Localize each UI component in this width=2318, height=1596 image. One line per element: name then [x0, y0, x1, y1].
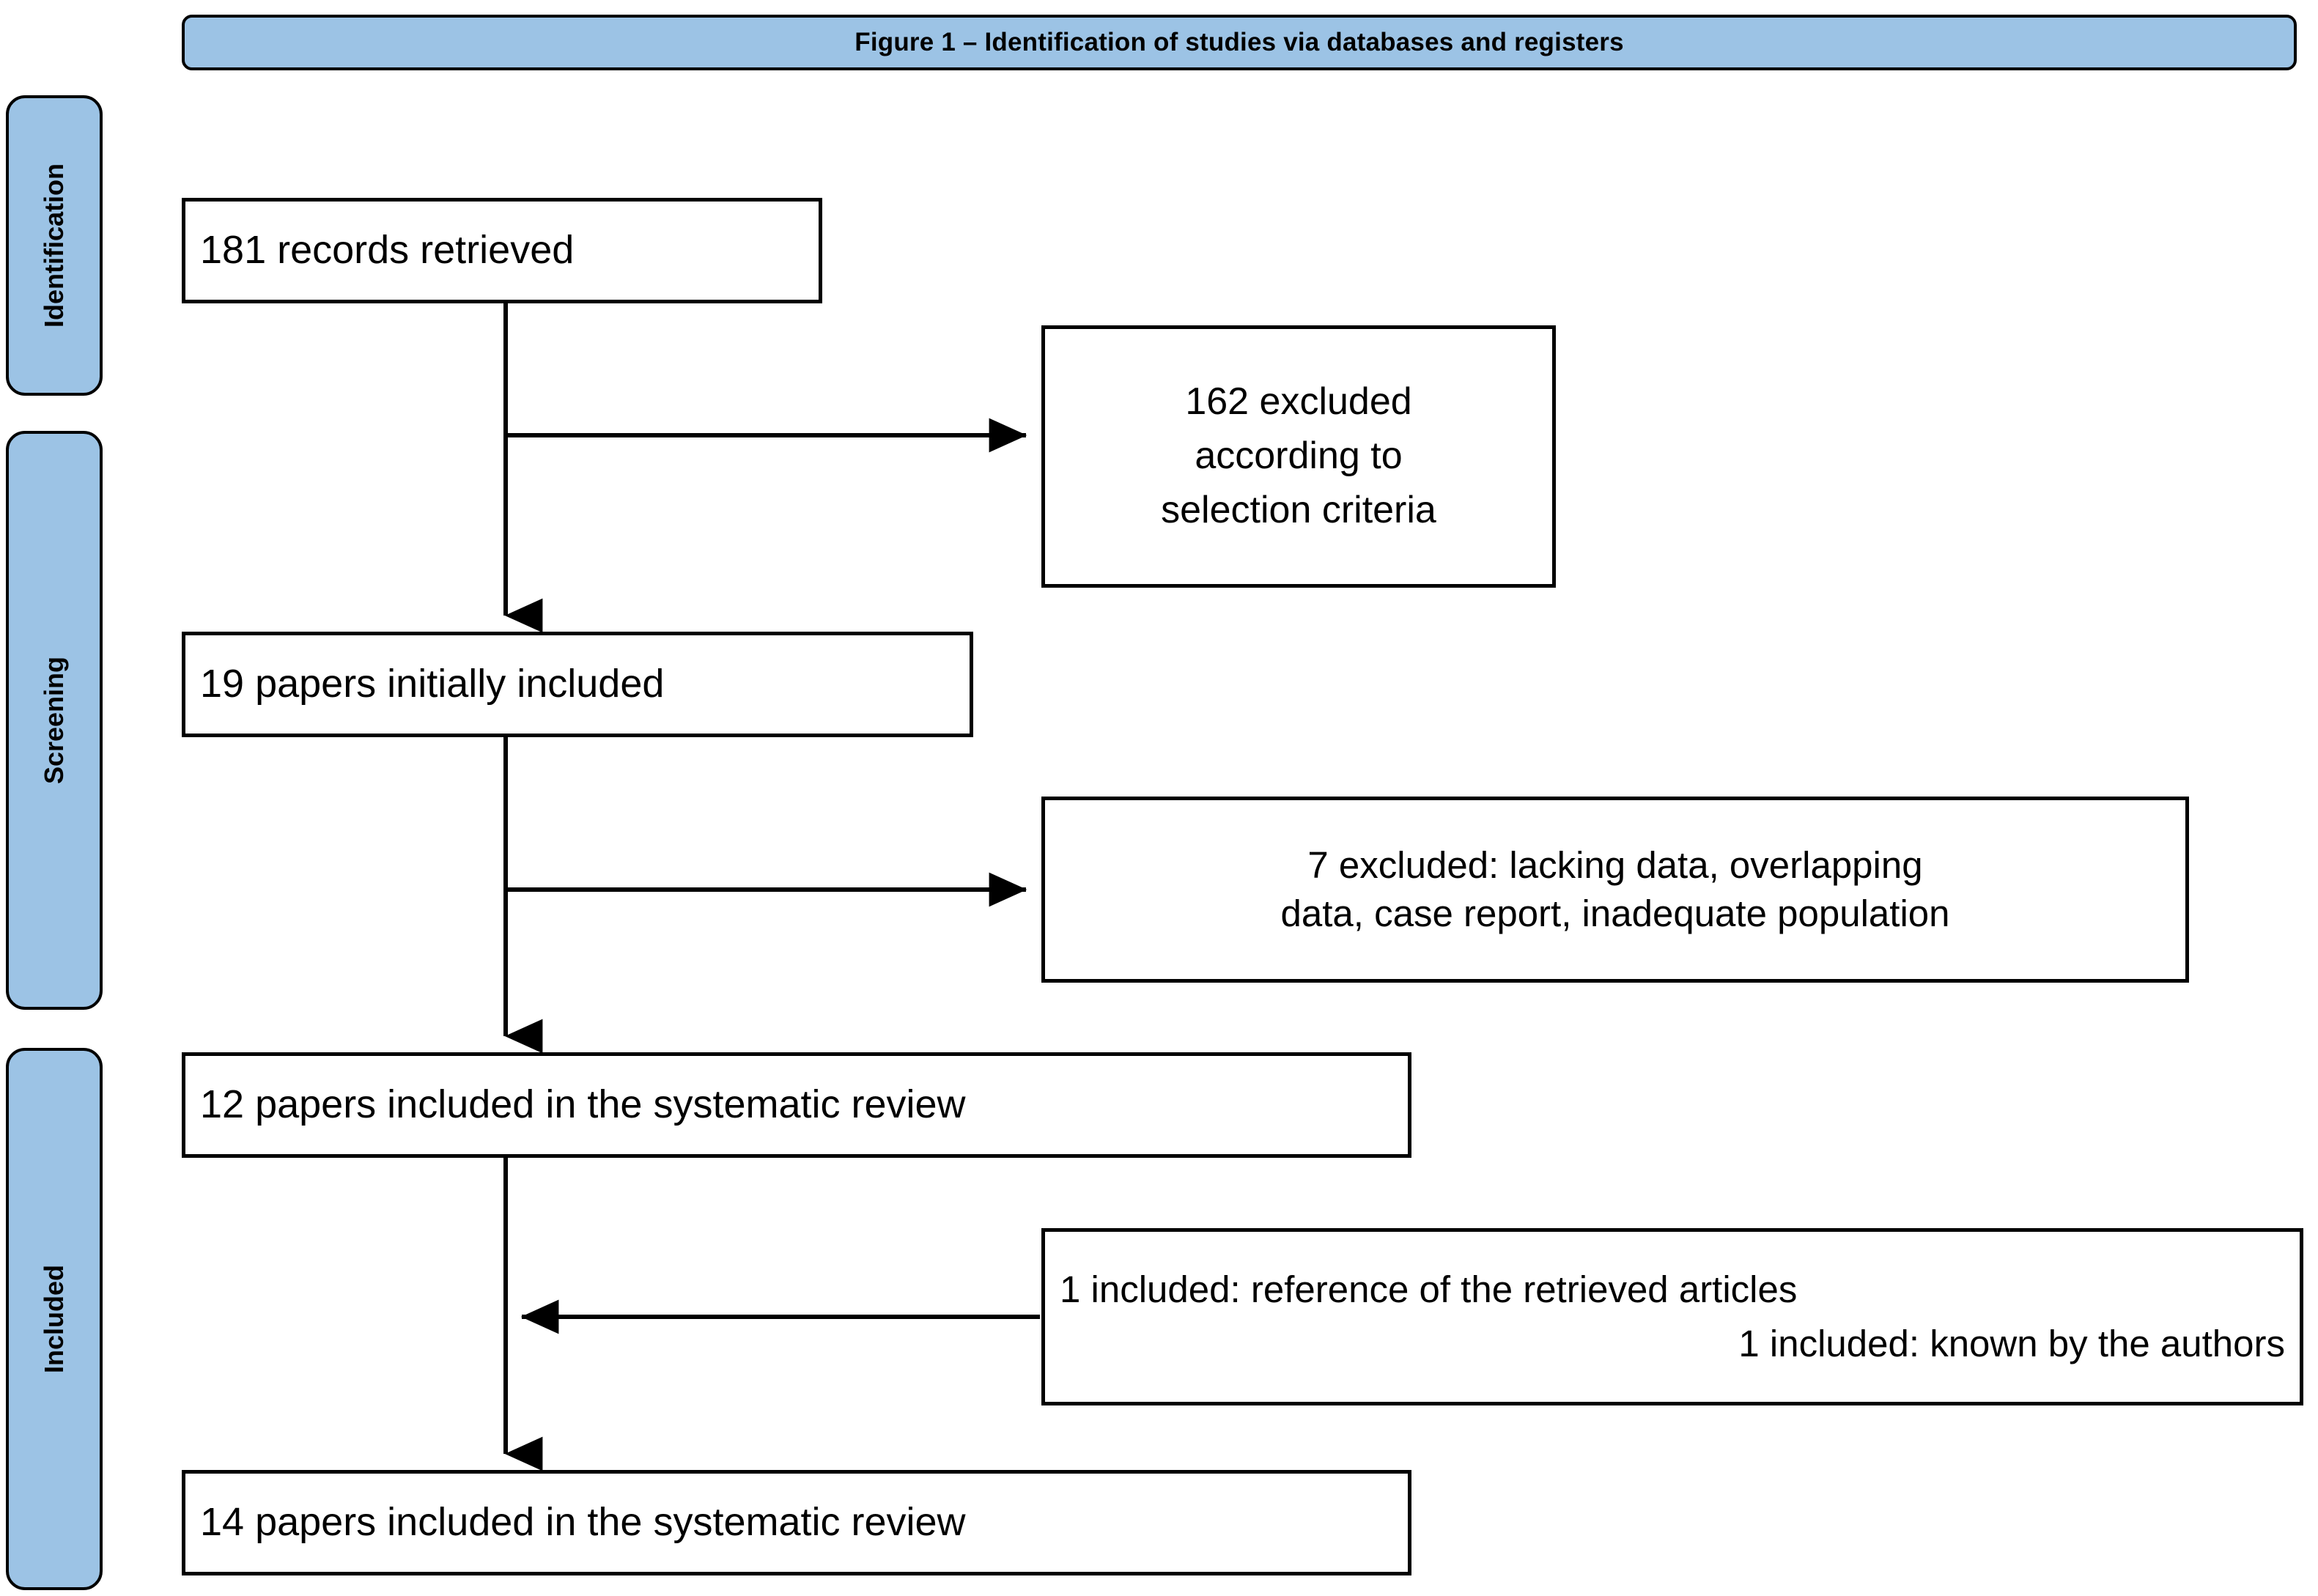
box-added-records-line-2: 1 included: known by the authors: [1738, 1323, 2285, 1364]
box-added-records-text: 1 included: reference of the retrieved a…: [1060, 1263, 2285, 1371]
box-included-systematic-14: 14 papers included in the systematic rev…: [182, 1470, 1411, 1575]
box-added-records-line-1: 1 included: reference of the retrieved a…: [1060, 1268, 1798, 1311]
box-excluded-reasons-line-1: 7 excluded: lacking data, overlapping: [1307, 843, 1923, 886]
box-included-systematic-12: 12 papers included in the systematic rev…: [182, 1052, 1411, 1158]
figure-title: Figure 1 – Identification of studies via…: [855, 28, 1624, 56]
box-included-systematic-12-text: 12 papers included in the systematic rev…: [200, 1082, 966, 1127]
box-initially-included-text: 19 papers initially included: [200, 662, 665, 706]
box-excluded-criteria: 162 excluded according to selection crit…: [1041, 325, 1556, 588]
box-excluded-criteria-line-3: selection criteria: [1161, 488, 1436, 531]
stage-label-screening-text: Screening: [39, 656, 69, 785]
stage-label-included-text: Included: [39, 1264, 70, 1374]
stage-label-included: Included: [6, 1048, 103, 1590]
stage-label-screening: Screening: [6, 431, 103, 1010]
box-records-retrieved: 181 records retrieved: [182, 198, 822, 303]
box-included-systematic-14-text: 14 papers included in the systematic rev…: [200, 1500, 966, 1545]
box-added-records: 1 included: reference of the retrieved a…: [1041, 1228, 2303, 1405]
box-excluded-criteria-text: 162 excluded according to selection crit…: [1060, 375, 1538, 537]
stage-label-identification: Identification: [6, 95, 103, 396]
box-excluded-criteria-line-1: 162 excluded: [1185, 380, 1412, 424]
box-excluded-reasons-line-2: data, case report, inadequate population: [1280, 893, 1950, 934]
figure-title-banner: Figure 1 – Identification of studies via…: [182, 15, 2297, 70]
box-records-retrieved-text: 181 records retrieved: [200, 228, 575, 273]
box-excluded-criteria-line-2: according to: [1195, 435, 1403, 478]
stage-label-identification-text: Identification: [39, 163, 69, 328]
box-initially-included: 19 papers initially included: [182, 632, 973, 737]
box-excluded-reasons: 7 excluded: lacking data, overlapping da…: [1041, 797, 2189, 983]
box-excluded-reasons-text: 7 excluded: lacking data, overlapping da…: [1060, 841, 2171, 939]
